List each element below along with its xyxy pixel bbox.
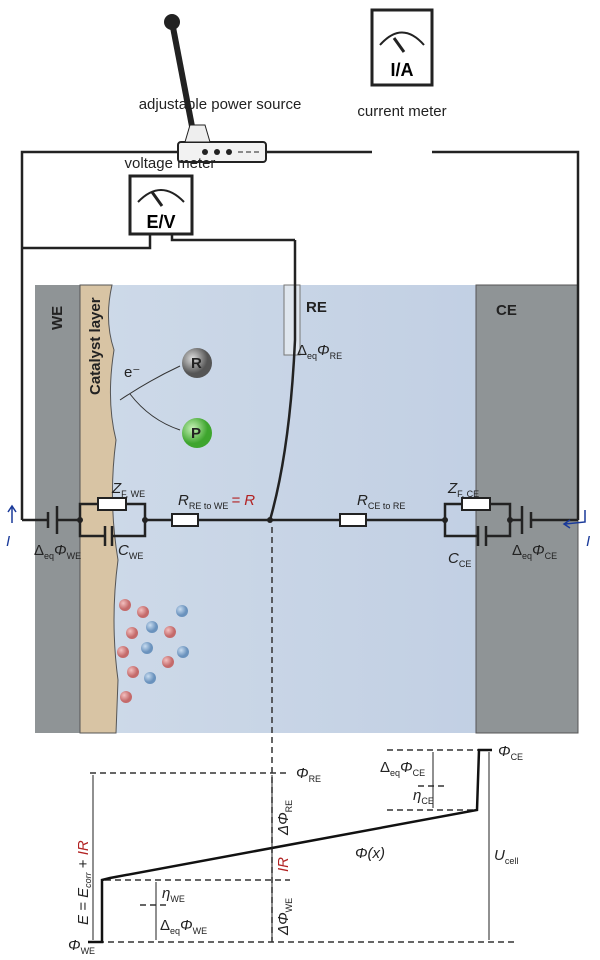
reaction-arrow [119,365,181,431]
ions [117,599,189,703]
c-we-label: CWE [118,542,143,561]
z-ce-label: ZF, CE [447,480,479,499]
product-label: P [191,425,201,442]
current-meter-label: current meter [357,103,446,120]
d-phi-we-label: ΔΦWE [275,898,294,936]
current-label-left: I [6,533,10,550]
current-arrow-left-icon [7,504,17,523]
phi-x-label: Φ(x) [355,845,385,862]
current-meter: I/A [370,8,434,87]
phi-re-label: ΦRE [296,765,321,784]
counter-electrode [475,284,579,734]
phi-we-label: ΦWE [68,937,95,956]
u-cell-label: Ucell [494,847,518,866]
deq-we-label: ΔeqΦWE [160,917,207,936]
equivalent-circuit [22,497,578,546]
voltage-meter-display: E/V [146,212,175,232]
e-label: E = Ecorr + IR [75,840,93,925]
catalyst-layer-label: Catalyst layer [87,297,104,395]
electron-label: e⁻ [124,364,140,381]
svg-text:ΔeqΦRE: ΔeqΦRE [297,342,342,361]
potential-curve [88,748,492,944]
current-arrow-right-icon [562,510,586,529]
power-source-label: adjustable power source [139,96,302,113]
ce-label: CE [496,302,517,319]
we-label: WE [49,306,66,330]
z-we-label: ZF, WE [111,480,145,499]
eq-ce-label: ΔeqΦCE [512,542,557,561]
voltage-meter-label: voltage meter [125,155,216,172]
reactant-sphere [182,348,212,378]
re-wire [268,240,297,521]
potential-profile [88,527,515,944]
current-label-right: I [586,533,590,550]
eta-ce-label: ηCE [413,787,434,806]
deq-ce-label: ΔeqΦCE [380,759,425,778]
phi-ce-label: ΦCE [498,743,523,762]
eta-we-label: ηWE [162,885,185,904]
ir-label: IR [275,857,292,872]
re-label: RE [306,299,327,316]
voltage-meter-wires [22,234,295,250]
outer-wire [20,150,580,520]
voltage-meter: E/V [128,174,194,236]
reactant-label: R [191,355,202,372]
r-re-we-label: RRE to WE= R [178,492,255,511]
lever-handle[interactable] [169,21,198,143]
d-phi-re-label: ΔΦRE [275,800,294,836]
c-ce-label: CCE [448,550,471,569]
r-ce-re-label: RCE to RE [357,492,405,511]
product-sphere [182,418,212,448]
power-source[interactable] [164,14,267,163]
current-meter-display: I/A [390,60,413,80]
eq-we-label: ΔeqΦWE [34,542,81,561]
